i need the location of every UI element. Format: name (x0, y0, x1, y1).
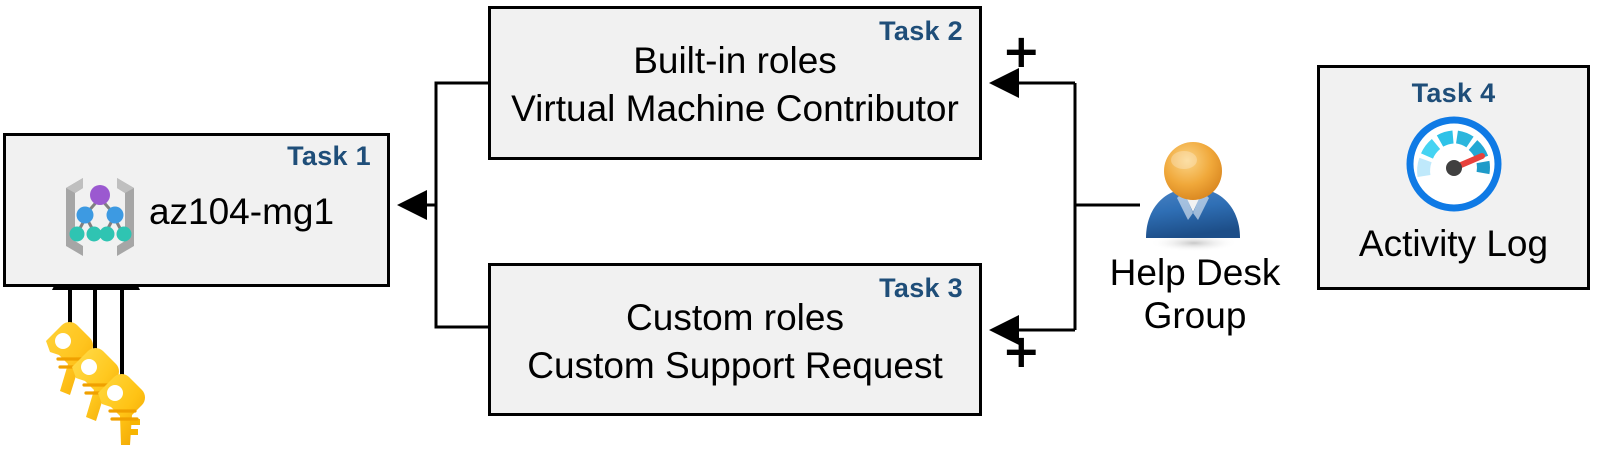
task-2-label: Task 2 (879, 16, 963, 46)
task-4-box[interactable]: Task 4 Activity Log (1317, 65, 1590, 290)
task-1-label: Task 1 (287, 141, 371, 171)
task-3-line-1: Custom roles (626, 297, 844, 338)
task-1-text: az104-mg1 (148, 191, 335, 232)
task-2-box[interactable]: Task 2 Built-in roles Virtual Machine Co… (488, 6, 982, 160)
task-3-box[interactable]: Task 3 Custom roles Custom Support Reque… (488, 263, 982, 416)
connector-tasks-to-mg (434, 81, 488, 329)
plus-task3-icon: + (1002, 324, 1041, 378)
task-1-box[interactable]: Task 1 (3, 133, 390, 287)
plus-task2-icon: + (1002, 24, 1041, 78)
task-3-line-2: Custom Support Request (527, 345, 943, 386)
task-4-text: Activity Log (1358, 223, 1549, 264)
task-2-line-2: Virtual Machine Contributor (511, 88, 959, 129)
task-4-label: Task 4 (1411, 78, 1496, 108)
helpdesk-caption-line-2: Group (1143, 295, 1247, 336)
helpdesk-caption-line-1: Help Desk (1109, 252, 1281, 293)
management-group-icon (50, 170, 150, 262)
task-2-line-1: Built-in roles (633, 40, 837, 81)
activity-log-gauge-icon (1406, 116, 1502, 212)
user-group-icon (1128, 140, 1258, 255)
key-3 (98, 374, 145, 445)
keys-icon (28, 305, 188, 449)
task-3-label: Task 3 (879, 273, 963, 303)
